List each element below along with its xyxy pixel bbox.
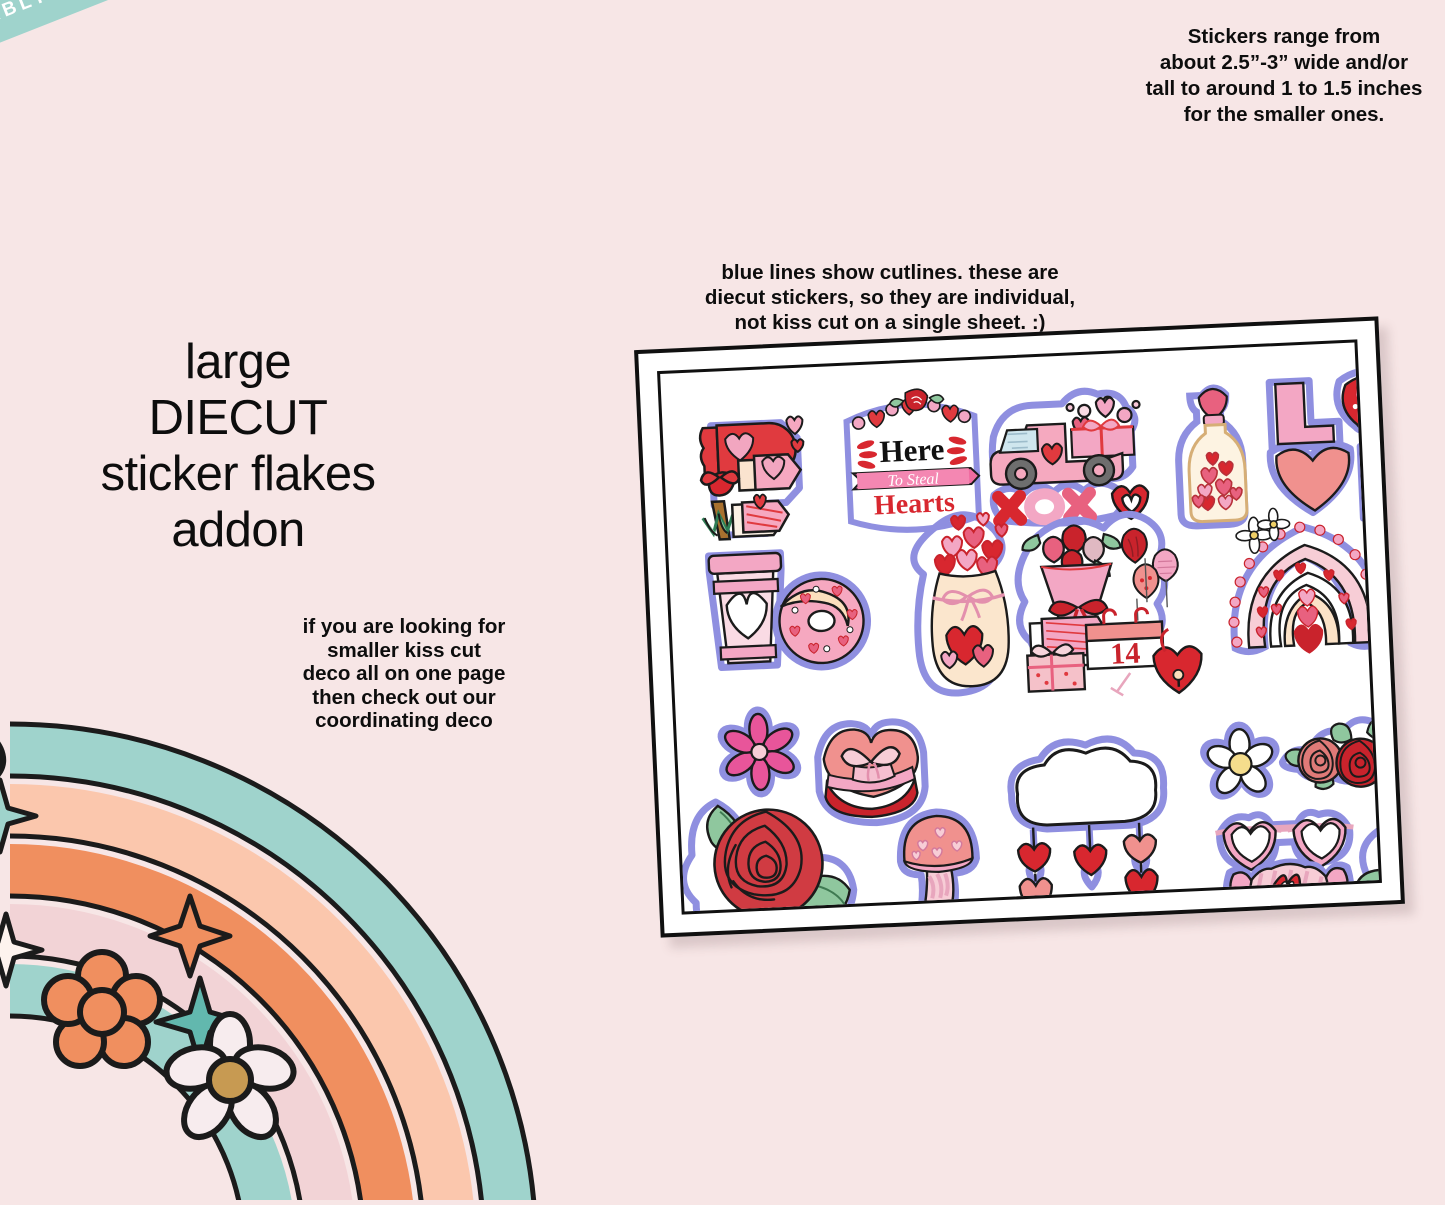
sticker-mailbox	[690, 401, 816, 546]
sticker-coffee-donut	[694, 541, 872, 689]
page-title: large DIECUT sticker flakes addon	[28, 334, 448, 558]
star-icon	[0, 911, 45, 989]
coordinating-note-line-2: smaller kiss cut	[327, 638, 481, 662]
sticker-truck-xoxo	[983, 384, 1155, 531]
coordinating-note-line-1: if you are looking for	[302, 615, 506, 638]
sticker-here-to-steal-hearts: Here To Steal Hearts	[833, 381, 992, 540]
sticker-mushroom	[890, 800, 988, 915]
cutline-note: blue lines show cutlines. these are diec…	[695, 260, 1085, 335]
sticker-heart-gift-box	[806, 712, 939, 834]
cutline-note-line-3: not kiss cut on a single sheet. :)	[734, 311, 1046, 334]
sticker-text-hearts: Hearts	[873, 487, 955, 522]
coordinating-note-line-4: then check out our	[312, 685, 496, 709]
size-note-line-4: for the smaller ones.	[1183, 103, 1385, 126]
coordinating-deco-note: if you are looking for smaller kiss cut …	[280, 615, 528, 733]
brand-ribbon-teal-text: AD♡RABLY AMY DESIGNS• AD♡RABLY AMY DESIG…	[0, 0, 884, 56]
page-title-line-3: sticker flakes	[100, 447, 376, 501]
star-icon	[147, 893, 233, 979]
sticker-text-calendar-day: 14	[1110, 637, 1141, 671]
sticker-red-rose-left	[680, 779, 866, 915]
page-title-line-2: DIECUT	[148, 391, 328, 445]
size-note-line-1: Stickers range from	[1187, 25, 1381, 48]
sticker-sheet: Here To Steal Hearts	[634, 316, 1405, 938]
orange-flower-icon	[41, 949, 163, 1069]
size-note-line-3: tall to around 1 to 1.5 inches	[1145, 77, 1423, 100]
star-icon	[153, 975, 247, 1069]
sticker-text-here: Here	[879, 431, 945, 469]
sticker-heart-bottle	[1167, 377, 1266, 531]
page-title-line-4: addon	[171, 503, 305, 557]
sticker-rose-trio	[1272, 707, 1382, 806]
star-icon	[0, 777, 39, 855]
brand-ribbon-orange: PLAN LIFE AD♡RABLY • PLAN LIFE AD♡RABLY …	[0, 0, 986, 81]
white-daisy-icon	[163, 1011, 297, 1140]
size-note-line-2: about 2.5”-3” wide and/or	[1159, 51, 1409, 74]
sticker-cloud-hearts	[995, 733, 1183, 915]
cutline-note-line-1: blue lines show cutlines. these are	[721, 261, 1059, 284]
sticker-heart-bouquet-jar	[903, 508, 1035, 703]
coordinating-note-line-5: coordinating deco	[315, 709, 493, 732]
sticker-heart-rainbow	[1217, 501, 1382, 669]
sticker-sheet-inner-border: Here To Steal Hearts	[657, 339, 1382, 915]
sticker-text-to-steal: To Steal	[887, 470, 940, 489]
size-note: Stickers range from about 2.5”-3” wide a…	[1129, 24, 1439, 128]
sticker-valentine-bundle: 14	[1003, 498, 1212, 707]
coordinating-note-line-3: deco all on one page	[302, 662, 506, 685]
brand-ribbon-teal: AD♡RABLY AMY DESIGNS• AD♡RABLY AMY DESIG…	[0, 0, 986, 205]
sticker-white-daisy	[1197, 720, 1285, 808]
sticker-pink-flower	[716, 706, 804, 798]
page-title-line-1: large	[185, 335, 292, 389]
cutline-note-line-2: diecut stickers, so they are individual,	[704, 286, 1076, 309]
sticker-grid: Here To Steal Hearts	[660, 343, 1382, 915]
smiley-daisy-icon	[0, 714, 7, 790]
